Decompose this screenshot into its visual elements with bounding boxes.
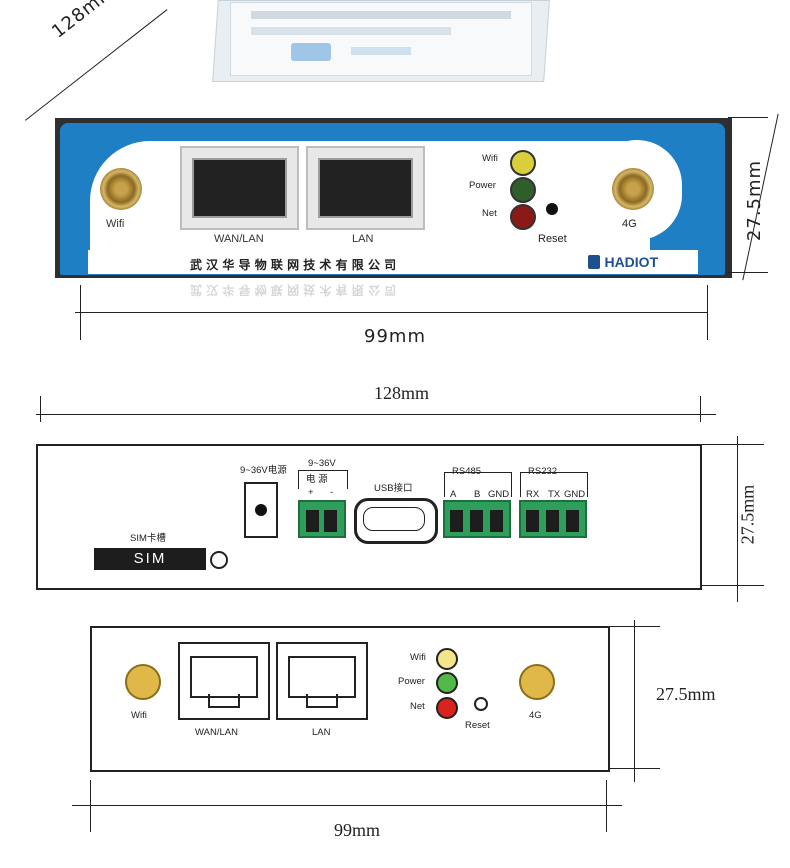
rear-height-top-tick	[700, 444, 764, 445]
photo-lan-port	[306, 146, 425, 230]
usb-label: USB接口	[374, 483, 413, 494]
rs232-terminal-block	[519, 500, 587, 538]
sim-slot-label: SIM卡槽	[130, 533, 166, 544]
front-wifi-label: Wifi	[131, 710, 147, 721]
rear-width-label: 128mm	[374, 383, 430, 403]
front-reset-hole	[474, 697, 488, 711]
photo-height-bottom-tick	[728, 272, 768, 273]
front-width-line	[72, 805, 622, 806]
device-reflection: 武 汉 华 导 物 联 网 技 术 有 限 公 司	[190, 283, 397, 297]
front-led-wifi	[436, 648, 458, 670]
sim-text: SIM	[133, 550, 167, 567]
brand-name: HADIOT	[604, 253, 659, 270]
rs485-a-label: A	[450, 489, 457, 500]
wifi-antenna-connector	[100, 168, 142, 210]
photo-depth-label: 128mm	[48, 0, 120, 43]
photo-reset-hole	[546, 203, 558, 215]
front-height-line	[634, 620, 635, 782]
front-led-net	[436, 697, 458, 719]
rear-width-left-tick	[40, 396, 41, 422]
power-plus-label: +	[308, 487, 314, 498]
front-led-power-label: Power	[398, 676, 425, 687]
rs485-terminal-block	[443, 500, 511, 538]
front-width-left-tick	[90, 780, 91, 832]
photo-wan-label: WAN/LAN	[214, 233, 264, 245]
rs485-b-label: B	[474, 489, 481, 500]
photo-width-label: 99mm	[364, 326, 426, 347]
rs232-bracket	[520, 472, 588, 497]
photo-led-wifi-label: Wifi	[482, 153, 498, 164]
photo-wifi-label: Wifi	[106, 218, 125, 230]
4g-antenna-connector	[612, 168, 654, 210]
rs232-rx-label: RX	[526, 489, 540, 500]
photo-lan-label: LAN	[352, 233, 374, 245]
front-4g-antenna	[519, 664, 555, 700]
power-terminal-sub: 电 源	[306, 474, 328, 485]
sim-eject-hole	[210, 551, 228, 569]
photo-led-power	[510, 177, 536, 203]
device-top-sticker	[230, 2, 532, 76]
power-terminal-block	[298, 500, 346, 538]
power-terminal-bracket	[298, 470, 348, 489]
photo-width-right-tick	[707, 285, 708, 340]
photo-depth-line	[25, 9, 168, 121]
front-led-net-label: Net	[410, 701, 425, 712]
front-width-label: 99mm	[334, 820, 381, 840]
rear-height-line	[737, 436, 738, 602]
photo-height-top-tick	[728, 117, 768, 118]
rear-height-label: 27.5mm	[737, 484, 758, 545]
photo-led-power-label: Power	[469, 180, 496, 191]
front-wan-port	[178, 642, 270, 720]
brand-logo: HADIOT	[588, 253, 688, 271]
front-lan-port	[276, 642, 368, 720]
power-terminal-title: 9~36V	[308, 458, 336, 469]
photo-reset-label: Reset	[538, 233, 567, 245]
rear-width-right-tick	[700, 396, 701, 422]
rs485-bracket	[444, 472, 512, 497]
photo-4g-label: 4G	[622, 218, 637, 230]
rear-height-bottom-tick	[700, 585, 764, 586]
front-wan-label: WAN/LAN	[195, 727, 238, 738]
dc-power-label: 9~36V电源	[240, 465, 287, 476]
rs232-tx-label: TX	[548, 489, 561, 500]
front-reset-label: Reset	[465, 720, 490, 731]
power-minus-label: -	[330, 487, 334, 498]
photo-width-line	[75, 312, 708, 313]
logo-icon	[588, 254, 600, 269]
photo-led-net-label: Net	[482, 208, 497, 219]
rs485-gnd-label: GND	[488, 489, 510, 500]
usb-port	[354, 498, 438, 544]
rs232-label: RS232	[528, 466, 558, 477]
rs485-label: RS485	[452, 466, 482, 477]
dc-power-jack	[244, 482, 278, 538]
photo-wan-port	[180, 146, 299, 230]
front-wifi-antenna	[125, 664, 161, 700]
photo-width-left-tick	[80, 285, 81, 340]
rear-width-line	[36, 414, 716, 415]
front-height-label: 27.5mm	[656, 684, 716, 704]
front-lan-label: LAN	[312, 727, 331, 738]
rs232-gnd-label: GND	[564, 489, 586, 500]
front-width-right-tick	[606, 780, 607, 832]
sim-slot: SIM	[94, 548, 206, 570]
photo-led-wifi	[510, 150, 536, 176]
photo-led-net	[510, 204, 536, 230]
front-led-wifi-label: Wifi	[410, 652, 426, 663]
front-led-power	[436, 672, 458, 694]
photo-height-label: 27.5mm	[744, 159, 766, 242]
front-4g-label: 4G	[529, 710, 542, 721]
company-name: 武 汉 华 导 物 联 网 技 术 有 限 公 司	[190, 258, 397, 272]
